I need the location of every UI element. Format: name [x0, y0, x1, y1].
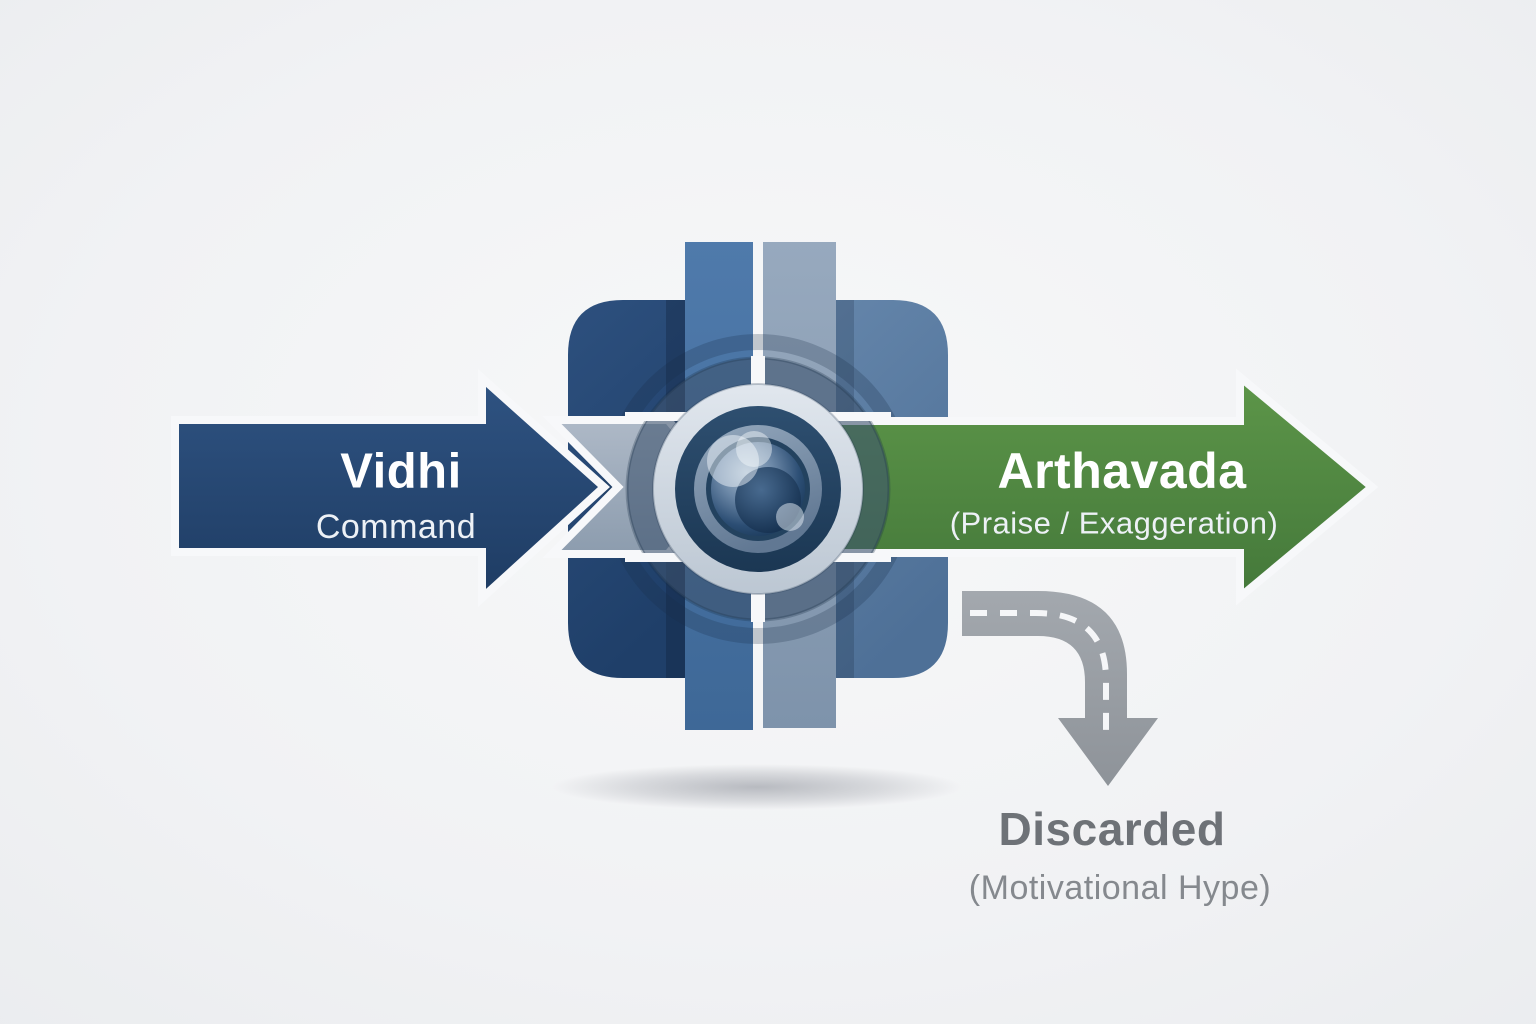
discard-subtitle: (Motivational Hype) [968, 869, 1272, 907]
lens-glare [707, 431, 804, 531]
discard-road-arrow [962, 591, 1158, 786]
input-arrow-vidhi [171, 369, 610, 608]
output-arrow-title: Arthavada [997, 443, 1247, 499]
output-arrow-arthavada [824, 368, 1379, 606]
camera-lens-icon [652, 383, 864, 595]
input-arrow-subtitle: Command [315, 508, 477, 546]
road-dashed-line [970, 610, 1109, 736]
output-arrow-subtitle: (Praise / Exaggeration) [949, 505, 1279, 541]
input-arrow-title: Vidhi [340, 444, 462, 499]
discard-title: Discarded [998, 803, 1226, 855]
hub-drop-shadow [552, 764, 962, 810]
